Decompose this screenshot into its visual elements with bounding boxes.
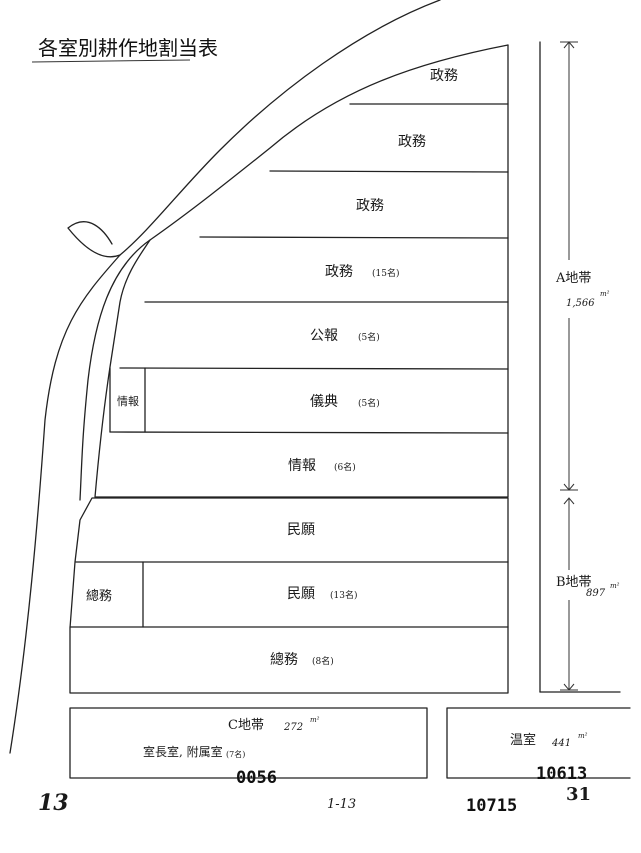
plot-count: (5名): [358, 331, 380, 343]
plot-label: 儀典: [310, 394, 338, 410]
stamp-left: 0056: [236, 768, 277, 788]
plot-divider: [109, 431, 509, 434]
zone-c-occupants: 室長室, 附属室: [143, 744, 223, 759]
zone-b-unit: m²: [610, 582, 620, 590]
zone-c-count: (7名): [226, 749, 245, 759]
zone-c-label: C地帯: [228, 718, 264, 733]
road-outer-edge: [9, 0, 441, 754]
zone-c-area: 272: [283, 722, 303, 733]
plot-label: 政務: [398, 134, 426, 150]
road-branch: [67, 221, 121, 258]
zone-c-unit: m²: [310, 716, 320, 724]
plot-label: 政務: [356, 198, 384, 214]
stamp-bottom: 10715: [466, 796, 517, 816]
plot-label: 情報: [117, 395, 139, 408]
plot-label: 民願: [287, 586, 315, 602]
plot-count: (5名): [358, 397, 380, 409]
stamp-right: 10613: [536, 764, 587, 784]
plot-label: 公報: [310, 328, 338, 344]
plot-count: (8名): [312, 655, 334, 667]
plot-divider: [269, 170, 509, 173]
page-note-left: 13: [38, 790, 69, 816]
plot-label: 總務: [270, 651, 298, 668]
plot-count: (15名): [372, 267, 399, 279]
page-note-mid: 1-13: [327, 797, 356, 812]
zone-a-unit: m²: [600, 290, 610, 298]
dimension-arrows: [563, 41, 575, 691]
zone-b-label: B地帯: [556, 575, 592, 590]
map-title: 各室別耕作地割当表: [38, 36, 218, 60]
greenhouse-area: 441: [551, 738, 571, 749]
plot-label: 政務: [325, 264, 353, 280]
road-inner-edge: [79, 44, 509, 501]
plot-label: 民願: [287, 522, 315, 538]
zone-a-area: 1,566: [566, 298, 595, 309]
plot-count: (6名): [334, 461, 356, 473]
zone-a-label: A地帯: [555, 271, 591, 286]
zone-b-boundary: [69, 497, 509, 694]
page-note-right: 31: [566, 784, 591, 805]
plot-divider: [199, 236, 509, 239]
greenhouse-unit: m²: [578, 732, 588, 740]
greenhouse-box: [446, 707, 631, 779]
zone-b-area: 897: [586, 588, 606, 599]
zone-a-boundary: [94, 44, 509, 498]
plot-divider: [119, 367, 509, 370]
plot-count: (13名): [330, 589, 357, 601]
zone-c-box: [69, 707, 428, 779]
plot-label: 情報: [288, 458, 316, 474]
plot-label: 政務: [430, 68, 458, 84]
plot-label: 總務: [86, 588, 112, 604]
greenhouse-label: 温室: [510, 732, 536, 748]
title-underline: [31, 59, 191, 63]
